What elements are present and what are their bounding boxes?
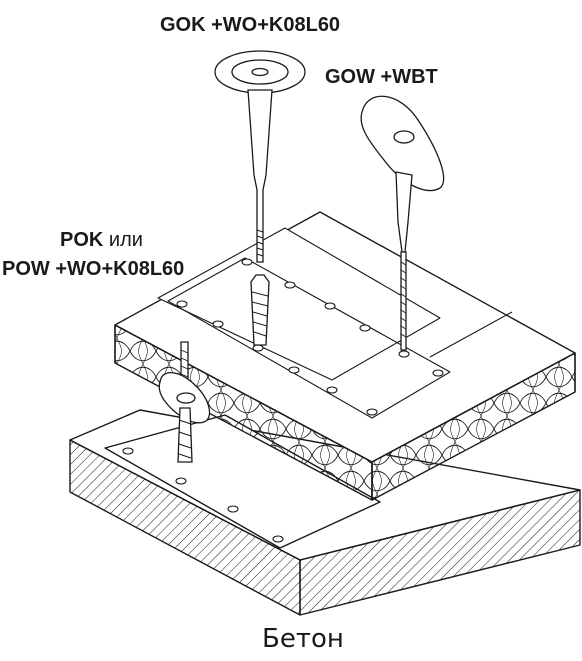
gok-anchor	[214, 50, 306, 346]
pok-anchor	[158, 341, 211, 463]
pok-label-code: POK	[60, 229, 104, 251]
pok-label: POK или	[60, 229, 143, 252]
concrete-base	[69, 409, 581, 616]
concrete-front-right	[299, 489, 581, 616]
pow-label: POW +WO+K08L60	[2, 258, 185, 280]
gow-anchor	[360, 95, 445, 351]
gow-label: GOW +WBT	[325, 66, 438, 88]
slab-fastener-holes	[176, 258, 444, 416]
membrane-sheet-1	[157, 227, 441, 381]
membrane-sheet-2	[167, 257, 451, 419]
sheet-fastener-holes	[122, 447, 284, 543]
insulation-slab	[114, 211, 576, 501]
gok-label: GOK +WO+K08L60	[160, 14, 341, 36]
plate-anchor-icon	[247, 89, 273, 263]
pok-label-or: или	[108, 229, 143, 251]
concrete-label: Бетон	[262, 624, 344, 654]
